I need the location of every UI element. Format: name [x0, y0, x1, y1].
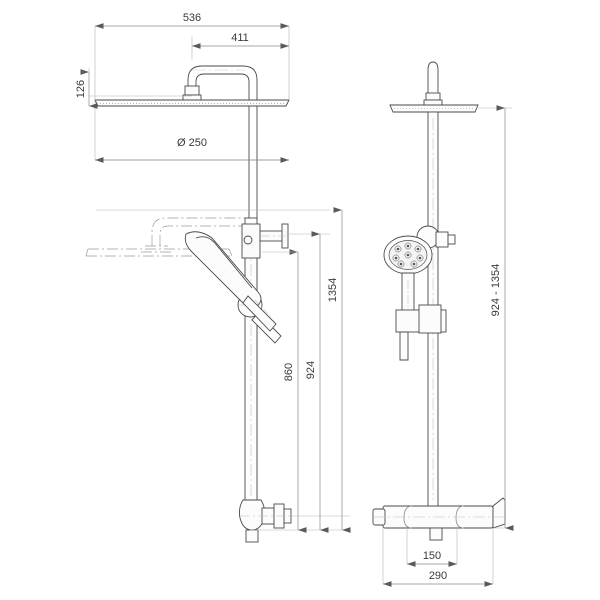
dimension-head-height: 126 [75, 68, 98, 109]
overhead-shower-arm [187, 65, 258, 500]
hand-shower-side [184, 231, 277, 332]
front-elevation-view [372, 61, 508, 541]
dim-290-label: 290 [429, 570, 447, 582]
dimension-total-height-side: 1354 [327, 207, 351, 533]
dimension-arm-reach: 411 [192, 32, 289, 49]
dim-150-label: 150 [423, 550, 441, 562]
handset-holder [395, 304, 447, 361]
front-rain-head [389, 104, 479, 113]
dimension-mixer-width: 290 [383, 570, 493, 587]
rain-shower-head [94, 99, 290, 107]
dim-924-1354-label: 924 - 1354 [490, 264, 502, 317]
riser-pipe [244, 217, 258, 511]
dimension-adjust-range: 924 - 1354 [490, 105, 514, 531]
dim-126-label: 126 [75, 80, 87, 98]
dimension-head-diameter: Ø 250 [95, 137, 289, 163]
shower-head-neck [182, 85, 202, 101]
dim-1354-label: 1354 [327, 278, 339, 302]
dimension-riser-height: 924 [305, 231, 329, 533]
dim-411-label: 411 [231, 32, 249, 44]
dimension-mixer-centers: 150 [407, 550, 457, 567]
hand-shower-front [383, 235, 433, 317]
handset-centerline [254, 299, 273, 319]
dimension-slider-height: 860 [262, 249, 307, 533]
dim-924-label: 924 [305, 361, 317, 379]
dim-860-label: 860 [283, 363, 295, 381]
dim-diameter-250-label: Ø 250 [177, 137, 207, 149]
dim-536-label: 536 [183, 12, 201, 24]
side-elevation-view [85, 65, 292, 543]
